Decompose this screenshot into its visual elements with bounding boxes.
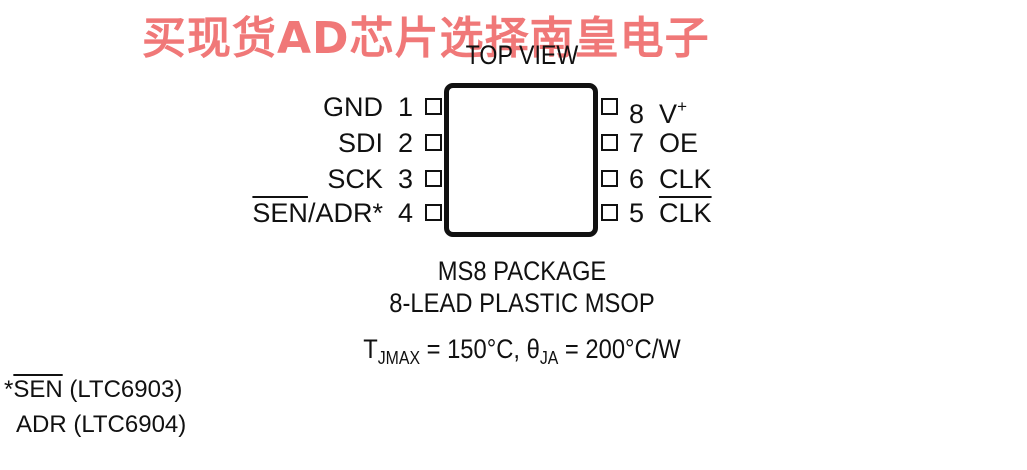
pin-5-label: 5 CLK [629,198,712,228]
footnote-line-2: ADR (LTC6904) [16,411,187,438]
pin-6-name: CLK [659,164,712,194]
package-description: 8-LEAD PLASTIC MSOP [389,288,655,318]
pin-8-lead [601,98,618,115]
tj-symbol: T [363,334,378,364]
pin-5-lead [601,204,618,221]
pin-6-number: 6 [629,164,645,194]
package-name: MS8 PACKAGE [437,256,607,286]
pin-4-name-overline: SEN [252,198,308,228]
footnote-ltc6903: (LTC6903) [62,376,183,403]
pin-7-number: 7 [629,128,645,158]
footnote-asterisk: * [4,376,14,403]
footnote-line-1: *SEN (LTC6903) [4,376,182,404]
pin-8-name-sup: + [677,97,687,116]
theta-symbol: θ [526,334,540,364]
pin-2-number: 2 [397,128,413,158]
pin-3-name: SCK [327,164,383,194]
view-title: TOP VIEW [465,40,579,70]
pin-5-name-overline: CLK [659,198,712,228]
pin-7-label: 7 OE [629,128,698,158]
pin-5-number: 5 [629,198,645,228]
pin-2-lead [425,134,442,151]
theta-subscript: JA [539,348,559,368]
theta-value: = 200°C/W [558,334,681,364]
pin-7-name: OE [659,128,699,158]
pin-6-lead [601,170,618,187]
pin-8-number: 8 [629,99,645,129]
pin-7-lead [601,134,618,151]
tj-value: = 150°C, [420,334,527,364]
pin-1-label: GND 1 [323,92,413,122]
pin-3-label: SCK 3 [327,164,413,194]
pin-3-lead [425,170,442,187]
pin-1-number: 1 [397,92,413,122]
pin-8-label: 8 V+ [629,92,687,129]
pin-4-lead [425,204,442,221]
watermark-text: 买现货AD芯片选择南皇电子 [142,13,710,64]
pin-4-label: SEN/ADR* 4 [252,198,413,228]
footnote-sen: SEN [13,376,63,403]
pin-1-lead [425,98,442,115]
pin-1-name: GND [322,92,383,122]
pin-4-name-suffix: /ADR* [307,198,383,228]
pin-6-label: 6 CLK [629,164,712,194]
pin-8-name: V [659,99,678,129]
pin-2-label: SDI 2 [338,128,413,158]
pin-3-number: 3 [397,164,413,194]
tj-subscript: JMAX [377,348,421,368]
pin-2-name: SDI [337,128,383,158]
chip-body [444,83,598,237]
thermal-specs: TJMAX = 150°C, θJA = 200°C/W [63,334,982,369]
pin-4-number: 4 [397,198,413,228]
